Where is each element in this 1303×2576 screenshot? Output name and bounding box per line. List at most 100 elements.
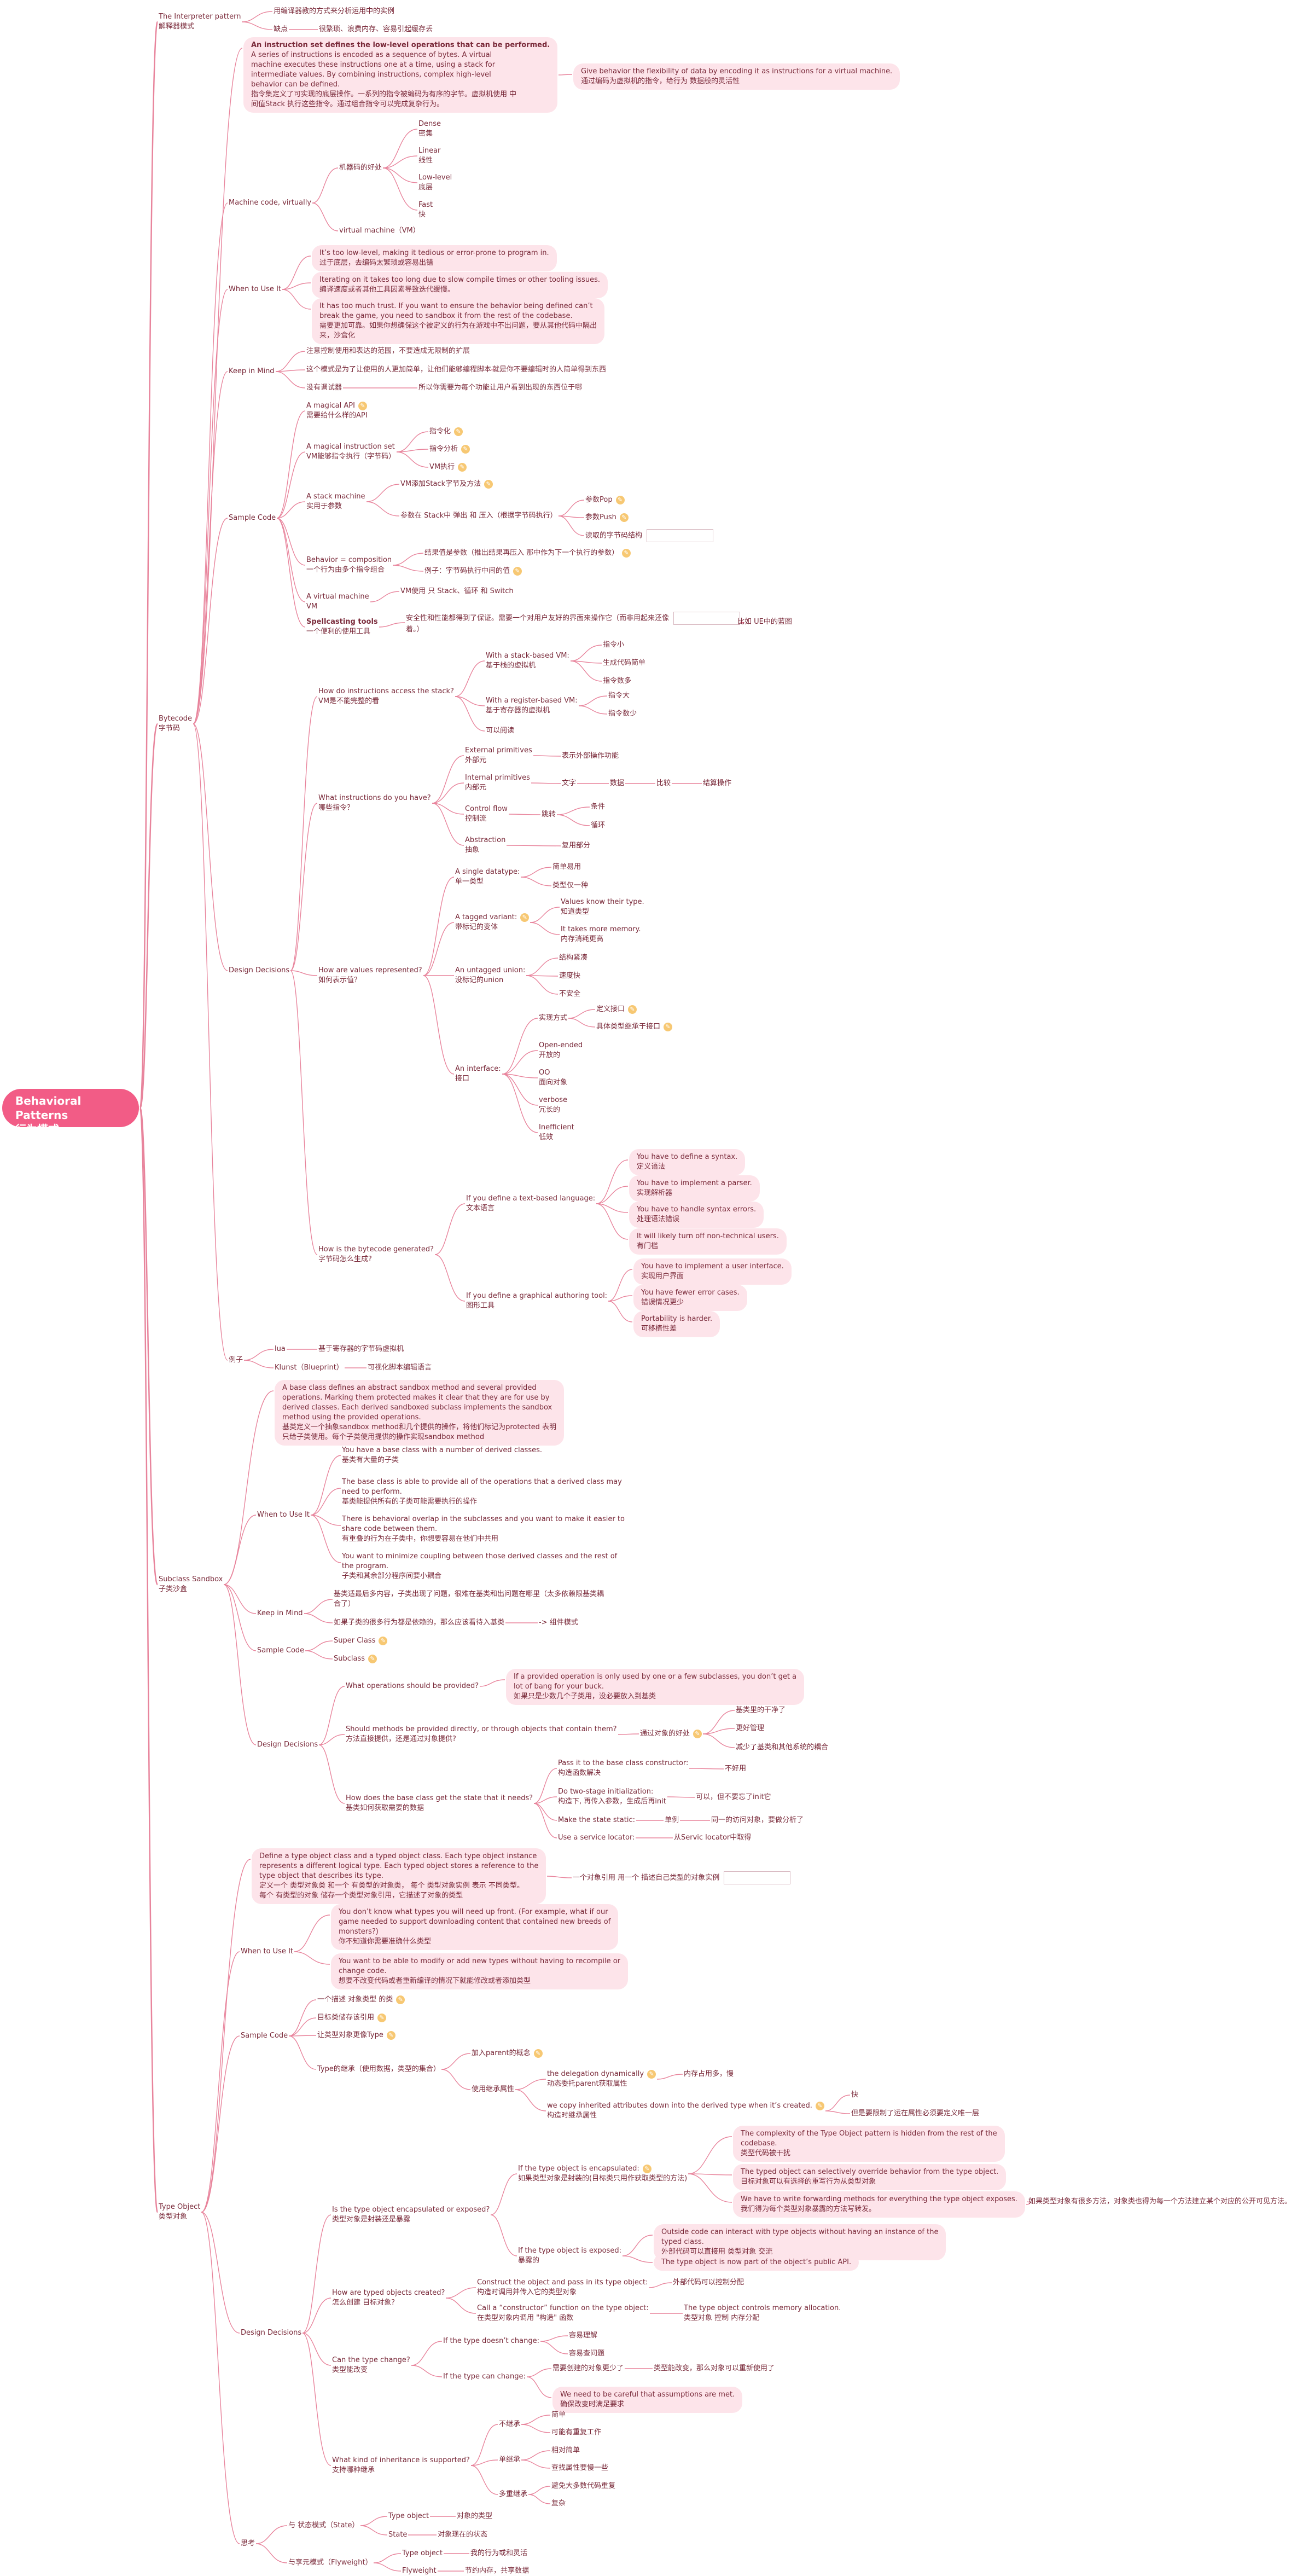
- node-d-gen[interactable]: How is the bytecode generated?字节码怎么生成?: [318, 1245, 434, 1264]
- node-d-i2d[interactable]: 结算操作: [703, 779, 731, 788]
- note-icon[interactable]: ✎: [513, 566, 522, 576]
- node-sb-w1[interactable]: You have a base class with a number of d…: [342, 1446, 542, 1465]
- node-to-see2b1[interactable]: 节约内存，共享数据: [465, 2566, 529, 2576]
- node-to-d2a[interactable]: Construct the object and pass in its typ…: [477, 2278, 648, 2297]
- node-to-s4b1a[interactable]: 内存占用多，慢: [684, 2069, 734, 2079]
- node-s-set1[interactable]: 指令化✎: [429, 427, 463, 437]
- node-d-instr[interactable]: What instructions do you have?哪些指令？: [318, 793, 431, 813]
- node-d-v2[interactable]: A tagged variant:✎带标记的变体: [455, 913, 530, 932]
- node-to-see2b[interactable]: Flyweight: [402, 2566, 437, 2576]
- node-sb-d3c[interactable]: Make the state static:: [558, 1815, 635, 1825]
- node-to-w2[interactable]: You want to be able to modify or add new…: [331, 1953, 628, 1989]
- node-to-s4b1[interactable]: the delegation dynamically✎动态委托parent获取属…: [547, 2069, 656, 2089]
- node-sb-s2[interactable]: Subclass✎: [334, 1654, 377, 1664]
- node-to-d1a1[interactable]: The complexity of the Type Object patter…: [733, 2126, 1005, 2162]
- node-to-s4b2[interactable]: we copy inherited attributes down into t…: [547, 2101, 824, 2121]
- node-d-acc1c[interactable]: 指令数多: [603, 676, 631, 686]
- node-s-set3[interactable]: VM执行✎: [429, 462, 467, 472]
- node-to-see1a1[interactable]: 对象的类型: [457, 2511, 492, 2521]
- node-s-stack2c[interactable]: 读取的字节码结构: [585, 529, 714, 542]
- node-d-i2b[interactable]: 数据: [610, 779, 624, 788]
- node-s-stack2[interactable]: 参数在 Stack中 弹出 和 压入（根据字节码执行）: [400, 511, 557, 521]
- node-d-acc1b[interactable]: 生成代码简单: [603, 658, 645, 668]
- node-d-v4a[interactable]: 实现方式: [539, 1013, 567, 1023]
- node-sb-d3c1[interactable]: 单例: [665, 1815, 679, 1825]
- node-sb-when[interactable]: When to Use It: [257, 1510, 310, 1520]
- node-to-def-r[interactable]: 一个对象引用 用一个 描述自己类型的对象实例: [573, 1871, 791, 1884]
- node-s-stack2a[interactable]: 参数Pop✎: [585, 495, 625, 505]
- node-bc-k3a[interactable]: 所以你需要为每个功能让用户看到出现的东西位于哪: [418, 383, 582, 393]
- node-to-d3a[interactable]: If the type doesn’t change:: [443, 2336, 539, 2346]
- node-bc-w2[interactable]: Iterating on it takes too long due to sl…: [312, 272, 608, 298]
- node-to-d3a2[interactable]: 容易查问题: [569, 2349, 604, 2359]
- node-d-g1d[interactable]: It will likely turn off non-technical us…: [629, 1228, 787, 1255]
- note-icon[interactable]: ✎: [458, 462, 467, 472]
- node-to-d1b2[interactable]: The type object is now part of the objec…: [654, 2254, 859, 2271]
- node-bc-ex2[interactable]: Klunst（Blueprint）: [275, 1363, 344, 1373]
- node-d-acc2a[interactable]: 指令大: [608, 691, 630, 701]
- node-to-see2a[interactable]: Type object: [402, 2549, 443, 2558]
- node-sb-d2a1[interactable]: 基类里的干净了: [736, 1705, 786, 1715]
- node-sb-w2[interactable]: The base class is able to provide all of…: [342, 1477, 622, 1507]
- note-icon[interactable]: ✎: [642, 2164, 652, 2173]
- node-to-d4b2[interactable]: 查找属性要慢一些: [551, 2463, 608, 2473]
- node-bc-keep[interactable]: Keep in Mind: [229, 367, 275, 376]
- node-sb-d2[interactable]: Should methods be provided directly, or …: [346, 1725, 617, 1744]
- node-d-i1a[interactable]: 表示外部操作功能: [562, 751, 619, 761]
- node-sb-d1[interactable]: What operations should be provided?: [346, 1681, 479, 1691]
- node-bc-w1[interactable]: It’s too low-level, making it tedious or…: [312, 245, 557, 271]
- node-d-g1b[interactable]: You have to implement a parser.实现解析器: [629, 1175, 760, 1202]
- note-icon[interactable]: ✎: [647, 2069, 656, 2079]
- node-bc-when[interactable]: When to Use It: [229, 285, 281, 294]
- node-to-s3[interactable]: 让类型对象更像Type✎: [317, 2030, 395, 2040]
- node-sb-keep[interactable]: Keep in Mind: [257, 1609, 303, 1618]
- node-mcv[interactable]: Machine code, virtually: [229, 198, 311, 208]
- note-icon[interactable]: ✎: [622, 548, 631, 558]
- node-d-g1[interactable]: If you define a text-based language:文本语言: [466, 1194, 595, 1214]
- node-sb-d2a3[interactable]: 减少了基类和其他系统的耦合: [736, 1743, 828, 1753]
- node-sb-d3a1[interactable]: 不好用: [725, 1764, 746, 1774]
- node-s-comp1[interactable]: 结果值是参数（推出结果再压入 那中作为下一个执行的参数）✎: [424, 548, 631, 558]
- node-to-d4b1[interactable]: 相对简单: [551, 2446, 580, 2456]
- node-mcv-b[interactable]: virtual machine（VM）: [339, 226, 420, 236]
- note-icon[interactable]: ✎: [628, 1005, 637, 1014]
- node-d-g2c[interactable]: Portability is harder.可移植性差: [633, 1311, 720, 1337]
- note-icon[interactable]: ✎: [664, 1022, 673, 1031]
- node-d-v2a[interactable]: Values know their type.知道类型: [561, 897, 644, 917]
- node-bc-def[interactable]: An instruction set defines the low-level…: [243, 37, 558, 113]
- node-d-v4a2[interactable]: 具体类型继承于接口✎: [596, 1022, 673, 1032]
- node-to-d1[interactable]: Is the type object encapsulated or expos…: [332, 2205, 490, 2225]
- node-to-d4a1[interactable]: 简单: [551, 2410, 566, 2420]
- node-to-d3b1a[interactable]: 类型能改变，那么对象可以重新使用了: [654, 2364, 775, 2374]
- node-to-w1[interactable]: You don’t know what types you will need …: [331, 1904, 619, 1950]
- note-icon[interactable]: ✎: [377, 2013, 387, 2022]
- note-icon[interactable]: ✎: [368, 1654, 377, 1663]
- node-to-design[interactable]: Design Decisions: [241, 2328, 301, 2338]
- node-s-api[interactable]: A magical API✎需要给什么样的API: [306, 401, 368, 421]
- node-d-access[interactable]: How do instructions access the stack?VM是…: [318, 687, 454, 706]
- node-sb-d3[interactable]: How does the base class get the state th…: [346, 1794, 533, 1813]
- node-to-see1b1[interactable]: 对象现在的状态: [438, 2530, 487, 2540]
- node-d-g1a[interactable]: You have to define a syntax.定义语法: [629, 1149, 746, 1175]
- node-bc-k2[interactable]: 这个模式是为了让使用的人更加简单，让他们能够编程脚本: [306, 365, 491, 375]
- node-to-d4a2[interactable]: 可能有重复工作: [551, 2428, 601, 2438]
- node-d-acc2[interactable]: With a register-based VM:基于寄存器的虚拟机: [486, 696, 578, 716]
- root-node[interactable]: Behavioral Patterns 行为模式: [2, 1089, 139, 1136]
- node-s-tool1[interactable]: 安全性和性能都得到了保证。需要一个对用户友好的界面来操作它（而非用起来还像着。）: [406, 612, 741, 635]
- node-to-s1[interactable]: 一个描述 对象类型 的类✎: [317, 1995, 405, 2005]
- note-icon[interactable]: ✎: [454, 427, 463, 436]
- node-to-see1[interactable]: 与 状态模式（State）: [288, 2521, 359, 2531]
- node-interp-c2[interactable]: 缺点: [274, 25, 288, 34]
- node-sb-def[interactable]: A base class defines an abstract sandbox…: [275, 1380, 565, 1446]
- note-icon[interactable]: ✎: [693, 1729, 702, 1738]
- node-d-v2b[interactable]: It takes more memory.内存消耗更高: [561, 925, 641, 944]
- node-d-i2a[interactable]: 文字: [562, 779, 576, 788]
